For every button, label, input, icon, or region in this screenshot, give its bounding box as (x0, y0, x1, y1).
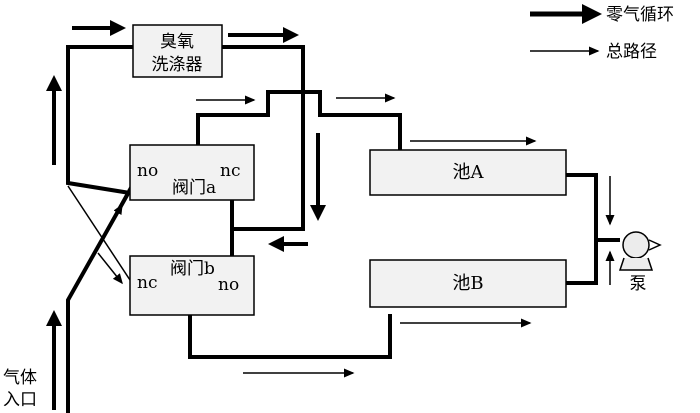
pipe-valve-a-top (196, 90, 402, 167)
valve-b-label: 阀门b (170, 259, 215, 279)
pool-a-label: 池A (453, 162, 485, 183)
ozone-scrubber-box (132, 24, 223, 78)
valve-a: no nc 阀门a (129, 144, 255, 201)
pump-outlet (648, 239, 662, 251)
ozone-scrubber: 臭氧 洗涤器 (132, 24, 223, 78)
pump-base (618, 257, 654, 271)
ozone-scrubber-label-1: 臭氧 (160, 32, 194, 52)
zero-gas-pipes (66, 45, 620, 413)
pool-b-label: 池B (452, 273, 483, 294)
pump-label: 泵 (630, 274, 647, 294)
valve-a-port-nc: nc (220, 161, 240, 181)
pump-body (622, 231, 650, 259)
valve-a-port-no: no (137, 161, 158, 181)
valve-b-box (129, 255, 255, 316)
ozone-scrubber-label-2: 洗涤器 (152, 55, 203, 75)
thin-arrow-8 (98, 203, 123, 246)
pool-a-box (369, 149, 567, 196)
valve-a-label: 阀门a (172, 178, 216, 198)
pipe-pool-b-out (566, 240, 598, 285)
pipe-pool-a-out (566, 173, 620, 242)
pipe-valve-b-out (188, 300, 392, 359)
gas-inlet-label-1: 气体 (3, 368, 37, 388)
valve-b-port-no: no (218, 275, 239, 295)
total-path-arrows (97, 93, 615, 378)
pool-b-box (369, 259, 567, 308)
pool-b: 池B (369, 259, 567, 308)
legend-total-path-label: 总路径 (606, 42, 657, 62)
legend-zero-gas-label: 零气循环 (606, 5, 674, 25)
gas-inlet: 气体 入口 (3, 368, 37, 410)
valve-a-box (129, 144, 255, 201)
pipe-inlet-cross (66, 189, 132, 413)
pump: 泵 (618, 231, 662, 294)
pool-a: 池A (369, 149, 567, 196)
valve-b-port-nc: nc (137, 273, 157, 293)
valve-b: nc 阀门b no (129, 255, 255, 316)
pipe-left-loop (66, 45, 133, 195)
legend: 零气循环 总路径 (530, 4, 674, 62)
pipe-cross-thin (67, 185, 131, 281)
gas-inlet-label-2: 入口 (3, 390, 37, 410)
thin-arrow-9 (97, 252, 123, 285)
zero-gas-arrows (46, 20, 326, 410)
